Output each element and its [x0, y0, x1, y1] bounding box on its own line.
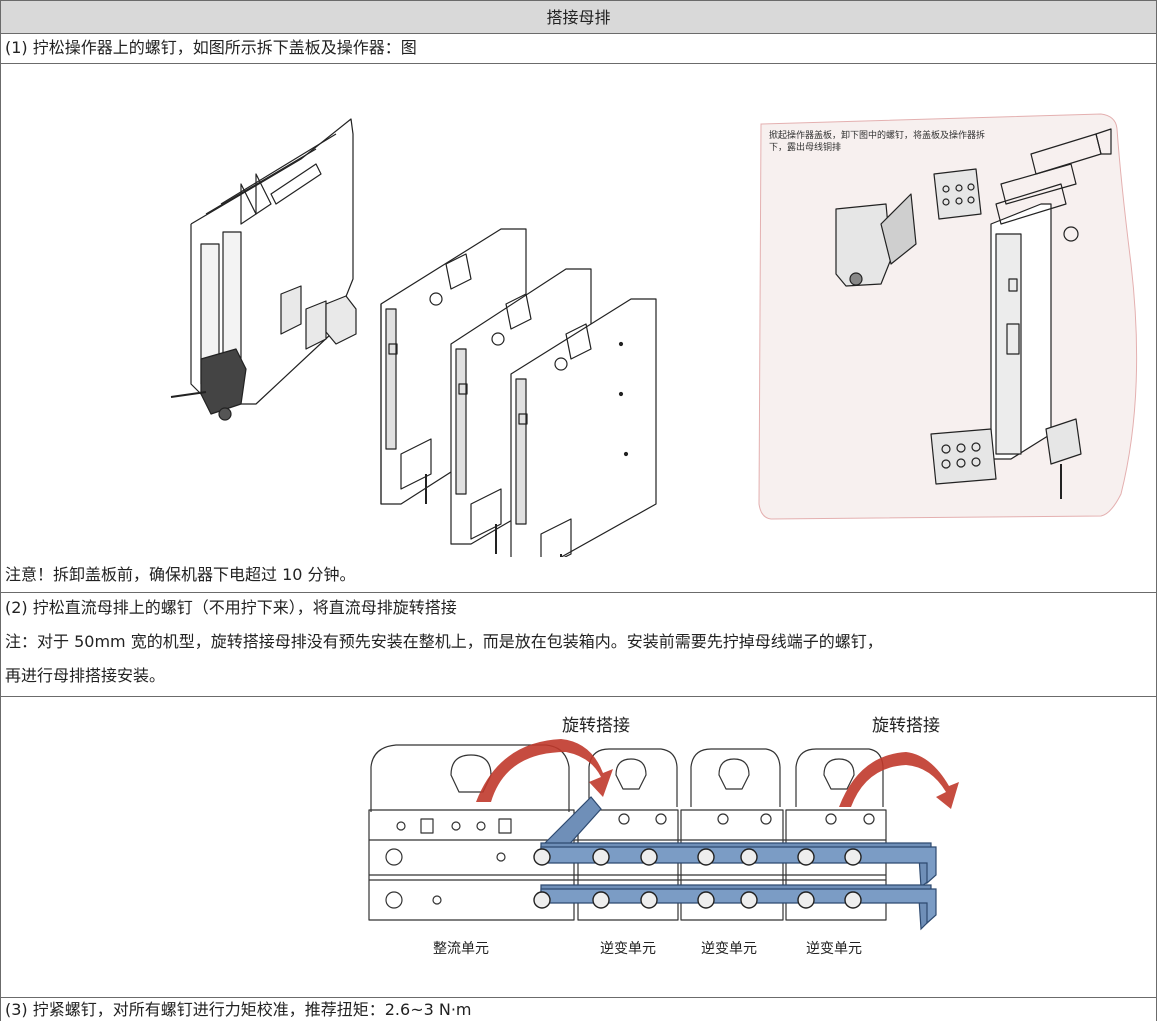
step2-figure-row: 旋转搭接 旋转搭接 [0, 696, 1157, 997]
rotate-arrow-right [839, 752, 959, 809]
step2-note-line1: 注：对于 50mm 宽的机型，旋转搭接母排没有预先安装在整机上，而是放在包装箱内… [5, 632, 883, 651]
unit-label-inverter-2: 逆变单元 [701, 941, 757, 957]
step3-row: (3) 拧紧螺钉，对所有螺钉进行力矩校准，推荐扭矩：2.6~3 N·m [0, 997, 1157, 1021]
busbar-screws [533, 848, 862, 909]
callout-text-line1: 掀起操作器盖板，卸下图中的螺钉，将盖板及操作器拆 [769, 129, 985, 141]
warning-text: 注意！拆卸盖板前，确保机器下电超过 10 分钟。 [5, 565, 356, 584]
step1-row: (1) 拧松操作器上的螺钉，如图所示拆下盖板及操作器：图 [0, 33, 1157, 63]
busbars [540, 796, 937, 931]
drive-disassembly-figure: 掀起操作器盖板，卸下图中的螺钉，将盖板及操作器拆 下，露出母线铜排 [170, 113, 1138, 576]
busbar-overlap-figure: 旋转搭接 旋转搭接 [368, 716, 959, 957]
rotate-arrow-left [476, 739, 613, 802]
unit-label-inverter-3: 逆变单元 [806, 941, 862, 957]
unit-label-inverter-1: 逆变单元 [600, 941, 656, 957]
rotate-label-left: 旋转搭接 [562, 716, 630, 736]
module-outlines [368, 744, 887, 921]
step2-row: (2) 拧松直流母排上的螺钉（不用拧下来），将直流母排旋转搭接 注：对于 50m… [0, 592, 1157, 696]
warning-row: 注意！拆卸盖板前，确保机器下电超过 10 分钟。 [0, 558, 1157, 592]
callout-panel: 掀起操作器盖板，卸下图中的螺钉，将盖板及操作器拆 下，露出母线铜排 [758, 113, 1138, 520]
step1-text: (1) 拧松操作器上的螺钉，如图所示拆下盖板及操作器：图 [5, 38, 417, 57]
step2-text: (2) 拧松直流母排上的螺钉（不用拧下来），将直流母排旋转搭接 [5, 598, 457, 617]
step3-text: (3) 拧紧螺钉，对所有螺钉进行力矩校准，推荐扭矩：2.6~3 N·m [5, 1000, 472, 1019]
section-title: 搭接母排 [546, 8, 611, 27]
step1-figure-row: 掀起操作器盖板，卸下图中的螺钉，将盖板及操作器拆 下，露出母线铜排 [0, 63, 1157, 576]
step2-note-line2: 再进行母排搭接安装。 [5, 666, 166, 685]
drive-with-cover-removed [170, 118, 357, 421]
callout-text-line2: 下，露出母线铜排 [769, 141, 841, 153]
rotate-label-right: 旋转搭接 [872, 716, 940, 736]
table-header: 搭接母排 [0, 0, 1157, 33]
unit-label-rectifier: 整流单元 [433, 941, 489, 957]
three-drive-modules [380, 228, 657, 576]
